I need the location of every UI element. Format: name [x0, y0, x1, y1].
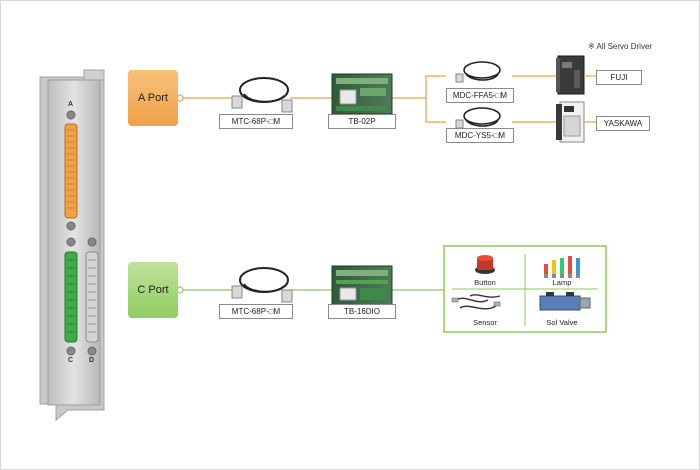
a-cable-label: MTC-68P-□M: [219, 114, 293, 129]
yaskawa-cable-label: MDC-YS5-□M: [446, 128, 514, 143]
cable-icon-c: [231, 267, 293, 303]
sensor-device-icon: [451, 294, 501, 310]
servo-driver-yaskawa: [556, 101, 585, 143]
servo-cable-icon-fuji: [455, 61, 501, 83]
fuji-cable-label: MDC-FFA5-□M: [446, 88, 514, 103]
lamp-label: Lamp: [552, 278, 572, 287]
terminal-board-a: [331, 73, 393, 115]
lamp-device-icon: [544, 256, 580, 278]
connector-d-letter: D: [89, 357, 95, 364]
button-label: Button: [474, 278, 496, 287]
servo-note: ※ All Servo Driver: [588, 42, 653, 51]
servo-driver-fuji: [556, 55, 585, 95]
connector-c-letter: C: [68, 357, 74, 364]
sol-valve-device-icon: [539, 292, 591, 311]
connector-a-letter: A: [68, 101, 74, 108]
c-terminal-label: TB-16DIO: [328, 304, 396, 319]
sensor-label: Sensor: [473, 318, 497, 327]
a-port-lines: [180, 75, 556, 123]
servo-cable-icon-yaskawa: [455, 107, 501, 129]
c-cable-label: MTC-68P-□M: [219, 304, 293, 319]
connector-d: [85, 251, 99, 356]
button-device-icon: [475, 255, 495, 274]
c-port-box: C Port: [128, 262, 178, 318]
cable-icon-a: [231, 77, 293, 113]
yaskawa-driver-label: YASKAWA: [596, 116, 650, 131]
fuji-driver-label: FUJI: [596, 70, 642, 85]
terminal-board-c: [331, 265, 393, 307]
a-port-box: A Port: [128, 70, 178, 126]
a-terminal-label: TB-02P: [328, 114, 396, 129]
sol-valve-label: Sol Valve: [546, 318, 578, 327]
connector-c: [64, 251, 78, 356]
connector-a: [64, 110, 97, 247]
